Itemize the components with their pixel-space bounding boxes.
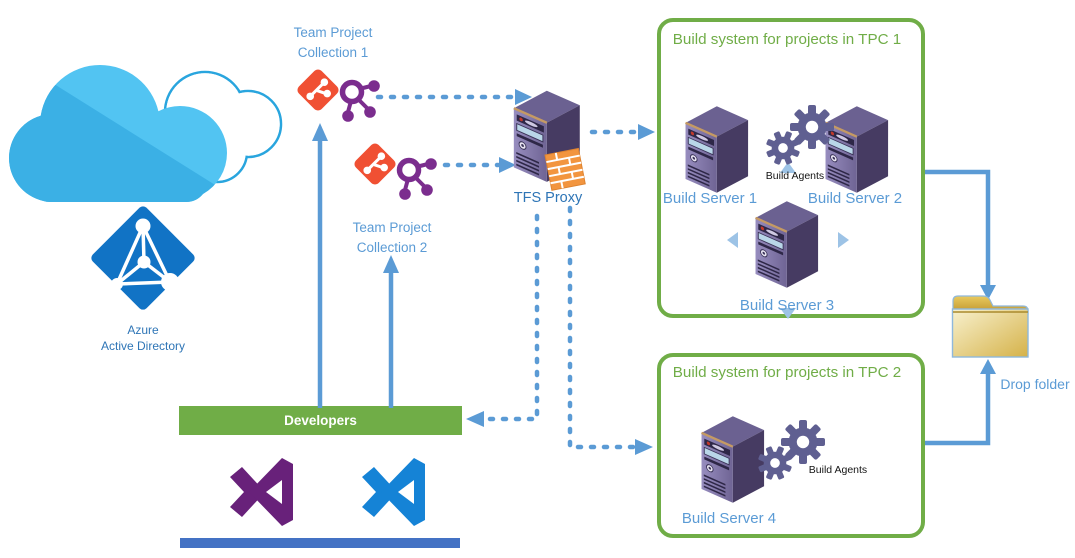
build-system-tpc2-box xyxy=(657,353,925,538)
visual-studio-blue-icon xyxy=(362,458,425,526)
visual-studio-purple-icon xyxy=(230,458,293,526)
chevron-right-icon xyxy=(838,232,849,248)
build-server-3-icon xyxy=(754,200,820,289)
developers-bar: Developers xyxy=(179,406,462,435)
dashed-arrows xyxy=(375,94,640,450)
chevron-down-icon xyxy=(780,308,796,319)
build-server-2-icon xyxy=(824,105,890,194)
commit-graph-icon-tpc2 xyxy=(399,158,437,200)
azure-ad-icon xyxy=(91,206,195,310)
solid-arrowheads xyxy=(312,123,996,374)
git-icon-tpc2 xyxy=(350,139,400,189)
git-icon-tpc1 xyxy=(293,65,343,115)
drop-folder-icon xyxy=(951,295,1029,358)
build-agents-gears-tpc1 xyxy=(760,105,834,171)
build-system-tpc1-box xyxy=(657,18,925,318)
build-server-4-icon xyxy=(700,415,766,504)
solid-arrows xyxy=(317,140,991,446)
developers-label: Developers xyxy=(284,413,357,428)
commit-graph-icon-tpc1 xyxy=(342,80,380,122)
chevron-left-icon xyxy=(727,232,738,248)
dashed-arrowheads xyxy=(466,89,655,455)
firewall-icon xyxy=(544,147,586,191)
bottom-bar xyxy=(180,538,460,548)
build-server-1-icon xyxy=(684,105,750,194)
